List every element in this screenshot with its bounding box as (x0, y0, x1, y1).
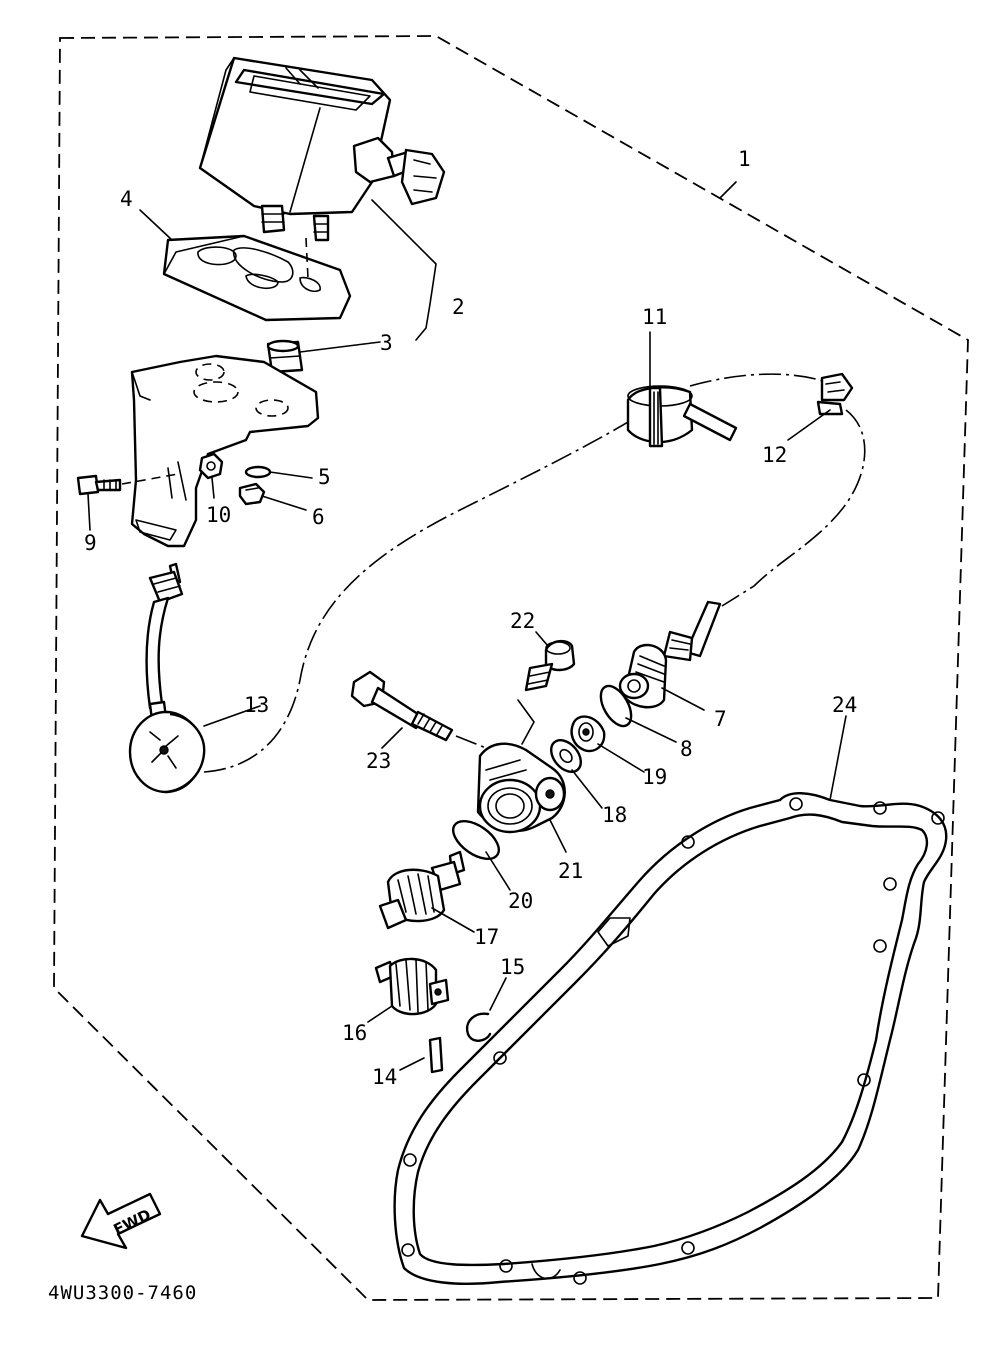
callout-5: 5 (318, 465, 331, 489)
circlip-15 (465, 1012, 492, 1042)
cable-band-11 (626, 385, 738, 448)
callout-11: 11 (642, 305, 667, 329)
meter-cable-13 (128, 562, 206, 794)
callout-17: 17 (474, 925, 499, 949)
callout-2: 2 (452, 295, 465, 319)
callout-10: 10 (206, 503, 231, 527)
cable-routing-line (203, 409, 649, 773)
callout-22: 22 (510, 609, 535, 633)
driven-gear-16 (374, 957, 450, 1016)
callout-7: 7 (714, 707, 727, 731)
bolt-9 (76, 474, 122, 496)
meter-assembly (198, 56, 446, 242)
clamp-12 (816, 372, 854, 416)
cable-sleeve-7 (618, 600, 722, 709)
callout-14: 14 (372, 1065, 397, 1089)
callout-19: 19 (642, 765, 667, 789)
crankcase-gasket-24 (393, 792, 948, 1285)
diagram-code: 4WU3300-7460 (48, 1282, 197, 1304)
callout-6: 6 (312, 505, 325, 529)
drive-gear-17 (378, 850, 466, 930)
nut-6 (238, 482, 266, 506)
callout-20: 20 (508, 889, 533, 913)
callout-12: 12 (762, 443, 787, 467)
callout-21: 21 (558, 859, 583, 883)
callout-9: 9 (84, 531, 97, 555)
callout-23: 23 (366, 749, 391, 773)
callout-3: 3 (380, 331, 393, 355)
callout-1: 1 (738, 147, 751, 171)
meter-stay (130, 354, 320, 548)
bolt-22 (524, 639, 576, 692)
assembly-outline (53, 35, 969, 1301)
bolt-23 (350, 670, 454, 742)
o-ring-20 (452, 819, 500, 861)
grommet-3 (266, 339, 304, 374)
callout-24: 24 (832, 693, 857, 717)
callout-16: 16 (342, 1021, 367, 1045)
leader-lines (87, 181, 847, 1071)
nut-10 (198, 452, 224, 480)
washer-5 (244, 465, 272, 479)
pin-14 (428, 1036, 444, 1074)
meter-bracket-4 (162, 234, 352, 322)
o-ring-8 (599, 684, 633, 728)
gear-housing-21 (476, 742, 566, 834)
forward-arrow-icon: FWD (80, 1192, 162, 1250)
callout-15: 15 (500, 955, 525, 979)
washer-18 (550, 739, 582, 773)
callout-4: 4 (120, 187, 133, 211)
callout-8: 8 (680, 737, 693, 761)
callout-18: 18 (602, 803, 627, 827)
callout-13: 13 (244, 693, 269, 717)
bushing-19 (570, 715, 606, 753)
